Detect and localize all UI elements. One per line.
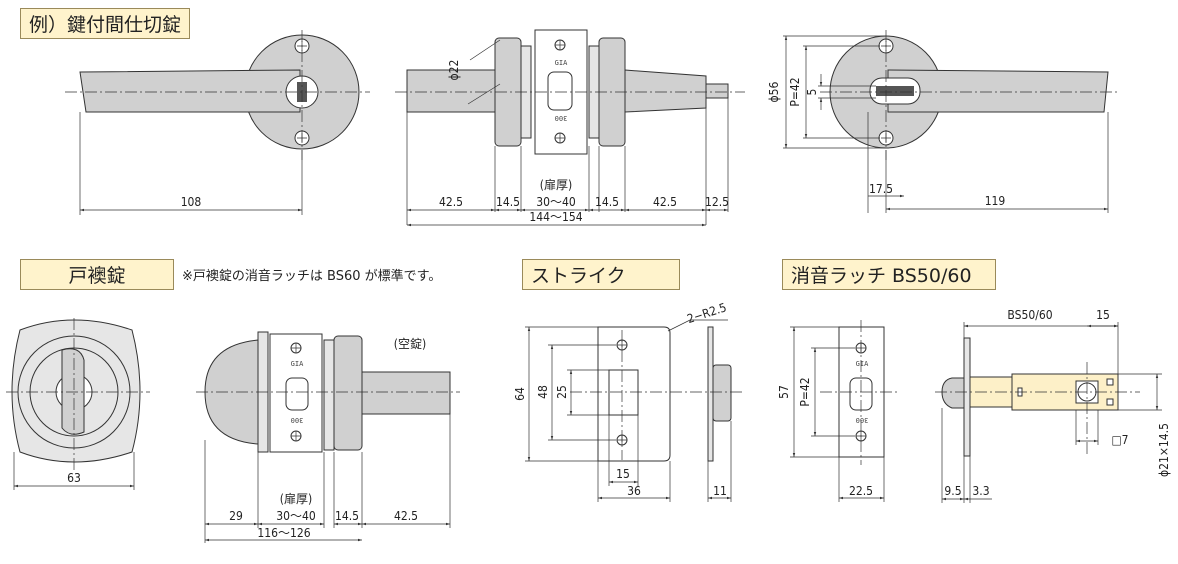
dim-15: 15 [616,467,630,481]
lever-front-view [65,30,370,215]
label-sliding-door-lock: 戸襖錠 [20,259,174,290]
dim-phi22: ϕ22 [447,60,461,81]
dim-48: 48 [536,385,550,399]
dim-64: 64 [513,387,527,401]
dim-144-154: 144〜154 [529,210,582,224]
dim-14-5-a: 14.5 [496,195,520,209]
lever-side-view [395,29,745,227]
empty-lock-label: (空錠) [394,336,426,351]
dim-63: 63 [67,471,81,485]
dim-5: 5 [805,89,819,96]
dim-11: 11 [713,484,727,498]
dim-14-5-c: 14.5 [335,509,359,523]
door-thickness-a: (扉厚) [540,178,572,192]
dim-14-5-b: 14.5 [595,195,619,209]
marking-gia-b: GIA [291,360,304,368]
marking-300-b: 300 [291,416,304,424]
dim-22-5: 22.5 [849,484,873,498]
dim-15-b: 15 [1096,308,1110,322]
dim-30-40-b: 30〜40 [276,509,316,523]
label-silent-latch: 消音ラッチ BS50/60 [782,259,996,290]
dim-12-5: 12.5 [705,195,729,209]
dim-57: 57 [777,385,791,399]
marking-gia-c: GIA [856,360,869,368]
dim-42-5-b: 42.5 [653,195,677,209]
note-text: ※戸襖錠の消音ラッチは BS60 が標準です。 [182,269,442,284]
dim-sq7: □7 [1111,433,1128,447]
dim-42-5-a: 42.5 [439,195,463,209]
label-lever-lock: 例）鍵付間仕切錠 [20,8,191,39]
marking-300: 300 [555,114,568,122]
dim-108: 108 [181,195,202,209]
sliding-lock-front-view [6,318,150,490]
marking-gia: GIA [555,59,568,67]
lever-back-view [783,30,1120,213]
latch-front-view [790,320,900,502]
dim-36: 36 [627,484,641,498]
dim-phi56: ϕ56 [767,81,781,102]
dim-17-5: 17.5 [869,182,893,196]
dim-42-5-c: 42.5 [394,509,418,523]
dim-25: 25 [555,385,569,399]
dim-bs50-60: BS50/60 [1007,308,1052,322]
dim-9-5: 9.5 [944,484,961,498]
door-thickness-b: (扉厚) [280,492,312,506]
dim-30-40-a: 30〜40 [536,195,576,209]
latch-side-view [935,322,1162,503]
dim-p42-b: P=42 [798,377,812,406]
dim-r2-5: 2−R2.5 [685,300,728,326]
sliding-lock-side-view [196,331,460,543]
dim-phi21x14-5: ϕ21×14.5 [1157,423,1171,477]
dim-119: 119 [985,194,1006,208]
dim-p42-a: P=42 [788,77,802,106]
dim-116-126: 116〜126 [257,526,310,540]
strike-plate-view [525,319,745,502]
label-strike: ストライク [522,259,680,290]
dim-29: 29 [229,509,243,523]
dim-3-3: 3.3 [972,484,989,498]
marking-300-c: 300 [856,416,869,424]
